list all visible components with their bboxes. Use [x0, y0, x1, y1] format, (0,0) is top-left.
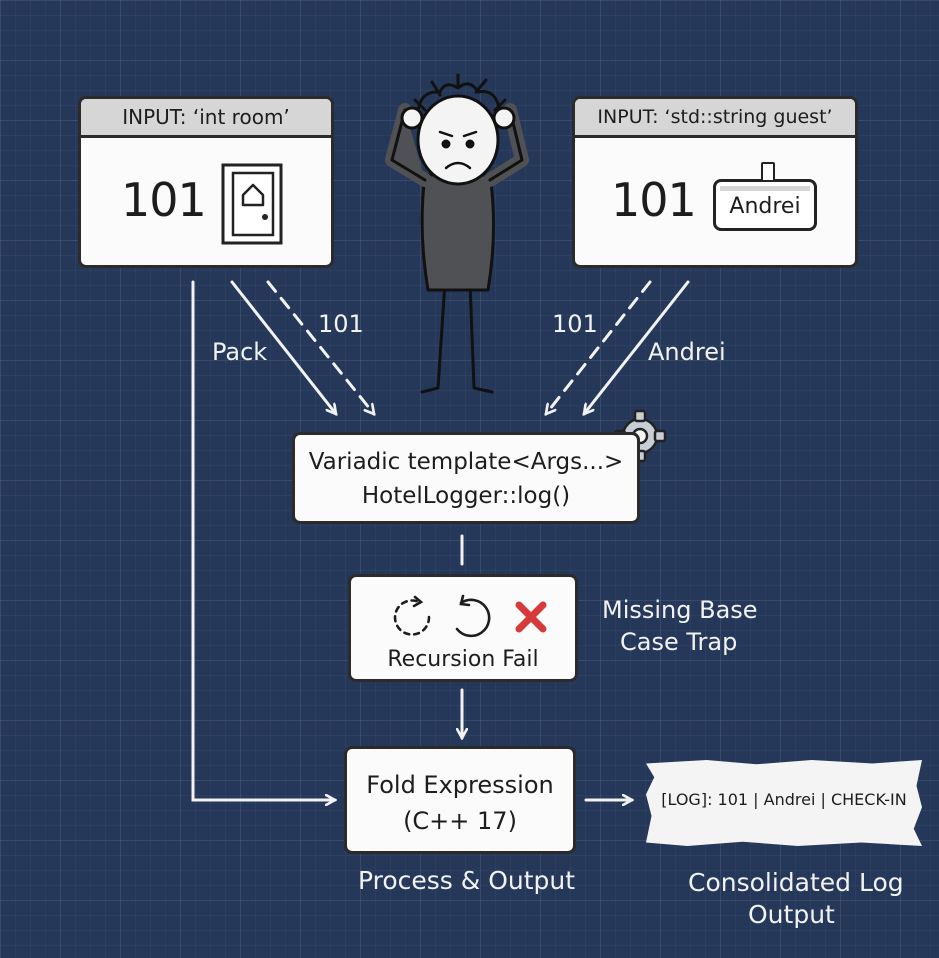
name-tag-clip	[761, 162, 775, 182]
fold-caption: Process & Output	[358, 866, 576, 895]
variadic-template-box: Variadic template<Args...> HotelLogger::…	[292, 432, 640, 524]
log-output-text: [LOG]: 101 | Andrei | CHECK-IN	[661, 790, 907, 809]
door-icon	[221, 163, 283, 245]
input-guest-header: INPUT: ‘std::string guest’	[575, 99, 855, 138]
room-to-template-arrow	[230, 280, 336, 414]
template-line-1: Variadic template<Args...>	[308, 449, 624, 475]
guest-value-label: 101	[552, 310, 598, 338]
fold-line-2: (C++ 17)	[403, 807, 517, 835]
log-caption-line-2: Output	[748, 900, 835, 929]
log-output-paper: [LOG]: 101 | Andrei | CHECK-IN	[646, 760, 922, 846]
pack-bypass-arrow	[191, 280, 335, 800]
missing-base-note-line-2: Case Trap	[620, 628, 738, 656]
pack-label: Pack	[212, 338, 268, 366]
input-guest-box: INPUT: ‘std::string guest’ 101 Andrei	[572, 96, 858, 268]
recursion-fail-box: Recursion Fail	[348, 574, 578, 682]
room-value-label: 101	[318, 310, 364, 338]
guest-name-label: Andrei	[648, 338, 726, 366]
input-room-box: INPUT: ‘int room’ 101	[78, 96, 334, 268]
stressed-person-icon	[385, 73, 529, 394]
template-line-2: HotelLogger::log()	[361, 483, 571, 509]
fail-x-icon	[515, 601, 547, 633]
guest-name-tag-text: Andrei	[729, 194, 801, 219]
room-value-dashed-arrow	[266, 280, 374, 414]
guest-to-template-arrow	[584, 280, 690, 414]
room-value: 101	[121, 173, 207, 227]
log-caption-line-1: Consolidated Log	[688, 868, 904, 897]
recursion-loop-icon	[393, 594, 491, 638]
input-room-header: INPUT: ‘int room’	[81, 99, 331, 138]
recursion-fail-label: Recursion Fail	[387, 647, 539, 672]
fold-line-1: Fold Expression	[366, 771, 554, 799]
missing-base-note-line-1: Missing Base	[602, 596, 758, 624]
guest-room-value: 101	[611, 173, 697, 227]
name-tag: Andrei	[713, 162, 817, 231]
name-tag-stripe	[720, 186, 810, 191]
fold-expression-box: Fold Expression (C++ 17)	[344, 746, 576, 854]
guest-value-dashed-arrow	[546, 280, 652, 414]
